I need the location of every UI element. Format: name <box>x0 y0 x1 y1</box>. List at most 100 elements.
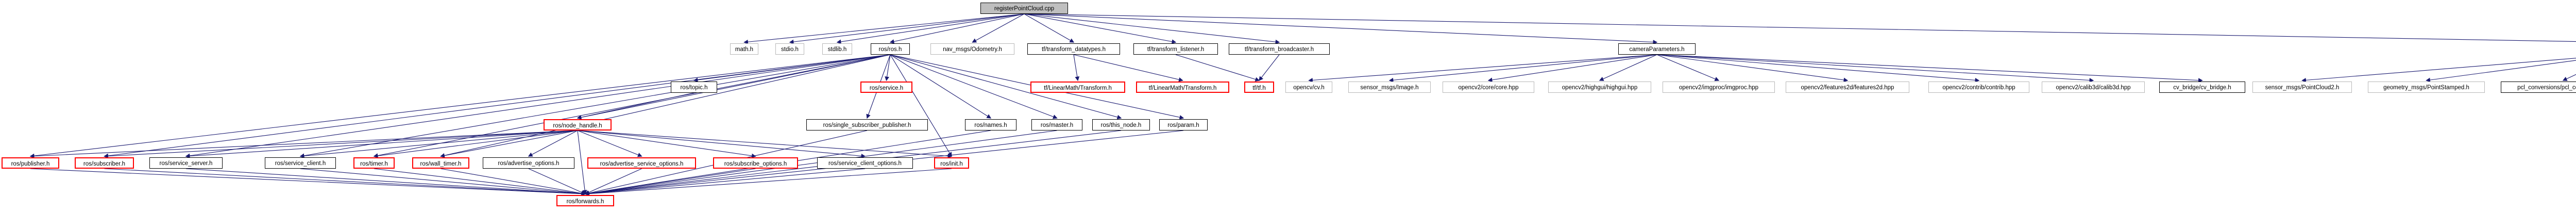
graph-node-subscriber[interactable]: ros/subscriber.h <box>75 157 134 169</box>
graph-node-highgui[interactable]: opencv2/highgui/highgui.hpp <box>1548 81 1651 93</box>
edge-root-to-odom <box>972 13 1025 43</box>
edge-subscriber-to-forwards <box>104 168 586 197</box>
edge-root-to-stdio <box>789 13 1025 44</box>
graph-node-transform2[interactable]: tf/LinearMath/Transform.h <box>1136 81 1229 93</box>
edge-nodehandle-to-wall_timer <box>440 130 578 158</box>
graph-node-transform1[interactable]: tf/LinearMath/Transform.h <box>1030 81 1125 93</box>
graph-node-pclconv[interactable]: pcl_conversions/pcl_conversions.h <box>2501 81 2576 93</box>
graph-node-advertise_service_options[interactable]: ros/advertise_service_options.h <box>587 157 696 169</box>
graph-node-tfb[interactable]: tf/transform_broadcaster.h <box>1229 43 1330 55</box>
graph-node-wall_timer[interactable]: ros/wall_timer.h <box>412 157 469 169</box>
graph-node-features2d[interactable]: opencv2/features2d/features2d.hpp <box>1786 81 1909 93</box>
edge-rosros-to-nodehandle <box>577 54 891 120</box>
edge-tfdt-to-transform1 <box>1073 54 1080 81</box>
graph-node-thisnode[interactable]: ros/this_node.h <box>1092 119 1150 131</box>
graph-node-service_client[interactable]: ros/service_client.h <box>265 157 336 169</box>
edge-rosros-to-service_server <box>185 54 891 158</box>
graph-node-init[interactable]: ros/init.h <box>934 157 969 169</box>
graph-node-topic[interactable]: ros/topic.h <box>671 81 717 93</box>
edge-rosros-to-subscriber <box>104 54 891 158</box>
graph-node-image[interactable]: sensor_msgs/Image.h <box>1348 81 1431 93</box>
edge-rosros-to-thisnode <box>890 54 1122 120</box>
edge-advertise_options-to-forwards <box>528 168 586 194</box>
graph-node-subscribe_options[interactable]: ros/subscribe_options.h <box>713 157 798 169</box>
edge-nodehandle-to-timer <box>373 130 578 158</box>
edge-camparams-to-opencv_cv <box>1308 54 1657 83</box>
graph-node-camparams[interactable]: cameraParameters.h <box>1618 43 1696 55</box>
graph-node-rosros[interactable]: ros/ros.h <box>871 43 910 55</box>
graph-node-master[interactable]: ros/master.h <box>1031 119 1082 131</box>
graph-node-names[interactable]: ros/names.h <box>965 119 1016 131</box>
edge-topic-to-nodehandle <box>577 92 694 120</box>
edge-root-to-tfdt <box>1024 13 1075 43</box>
graph-node-stdlib[interactable]: stdlib.h <box>822 43 852 55</box>
graph-node-param[interactable]: ros/param.h <box>1159 119 1208 131</box>
graph-node-tftf[interactable]: tf/tf.h <box>1244 81 1274 93</box>
edge-rosros-to-init <box>890 54 952 157</box>
edge-root-to-rosros <box>889 13 1025 44</box>
edge-rosros-to-timer <box>373 54 891 158</box>
edge-pointdef-to-pclconv <box>2562 74 2576 81</box>
edge-nodehandle-to-init <box>577 130 953 158</box>
graph-node-calib3d[interactable]: opencv2/calib3d/calib3d.hpp <box>2042 81 2145 93</box>
graph-root-node[interactable]: registerPointCloud.cpp <box>980 3 1068 14</box>
edge-camparams-to-features2d <box>1656 54 1849 83</box>
edge-rosros-to-publisher <box>29 54 891 158</box>
edge-pointdef-to-pc2 <box>2301 58 2576 83</box>
edge-nodehandle-to-service_client_options <box>577 130 866 158</box>
edge-camparams-to-calib3d <box>1656 54 2094 83</box>
graph-node-service_server[interactable]: ros/service_server.h <box>149 157 223 169</box>
graph-node-odom[interactable]: nav_msgs/Odometry.h <box>930 43 1014 55</box>
edge-rosros-to-master <box>890 54 1058 119</box>
graph-node-service[interactable]: ros/service.h <box>860 81 912 93</box>
edge-camparams-to-cvbridge <box>1656 54 2203 83</box>
graph-node-forwards[interactable]: ros/forwards.h <box>556 195 614 206</box>
edge-camparams-to-image <box>1388 54 1657 83</box>
graph-node-ssp[interactable]: ros/single_subscriber_publisher.h <box>806 119 928 131</box>
graph-node-timer[interactable]: ros/timer.h <box>353 157 395 169</box>
graph-node-publisher[interactable]: ros/publisher.h <box>2 157 59 169</box>
graph-node-cvbridge[interactable]: cv_bridge/cv_bridge.h <box>2159 81 2245 93</box>
graph-node-nodehandle[interactable]: ros/node_handle.h <box>544 119 612 131</box>
edge-rosros-to-service_client <box>299 54 891 158</box>
edge-rosros-to-wall_timer <box>440 54 891 158</box>
graph-node-math[interactable]: math.h <box>730 43 758 55</box>
edge-subscribe_options-to-forwards <box>584 168 756 196</box>
edge-service_client-to-forwards <box>300 168 586 196</box>
edge-root-to-tfl <box>1024 13 1177 44</box>
edge-nodehandle-to-publisher <box>29 130 578 159</box>
graph-node-advertise_options[interactable]: ros/advertise_options.h <box>483 157 574 169</box>
edge-root-to-camparams <box>1024 13 1658 45</box>
edge-tfdt-to-transform2 <box>1073 54 1183 82</box>
edge-root-to-stdlib <box>836 13 1025 44</box>
edge-camparams-to-imgproc <box>1656 54 1720 81</box>
edge-root-to-math <box>743 13 1025 44</box>
graph-node-imgproc[interactable]: opencv2/imgproc/imgproc.hpp <box>1663 81 1775 93</box>
graph-node-pointstamped[interactable]: geometry_msgs/PointStamped.h <box>2368 81 2485 93</box>
graph-node-contrib[interactable]: opencv2/contrib/contrib.hpp <box>1928 81 2029 93</box>
edge-nodehandle-to-forwards <box>577 130 587 195</box>
edge-advertise_service_options-to-forwards <box>584 168 642 194</box>
graph-node-opencv_cv[interactable]: opencv/cv.h <box>1285 81 1332 93</box>
edge-root-to-tfb <box>1024 13 1280 44</box>
graph-node-tfdt[interactable]: tf/transform_datatypes.h <box>1027 43 1120 55</box>
graph-node-tfl[interactable]: tf/transform_listener.h <box>1133 43 1218 55</box>
edge-camparams-to-highgui <box>1599 54 1657 81</box>
graph-node-service_client_options[interactable]: ros/service_client_options.h <box>817 157 913 169</box>
graph-node-pc2[interactable]: sensor_msgs/PointCloud2.h <box>2252 81 2352 93</box>
edge-nodehandle-to-service_server <box>185 130 578 158</box>
edge-pointdef-to-pointstamped <box>2426 60 2576 83</box>
edge-tfl-to-tftf <box>1175 54 1260 81</box>
edge-camparams-to-contrib <box>1656 54 1980 83</box>
edge-tfb-to-tftf <box>1259 54 1280 81</box>
edge-rosros-to-service <box>885 54 891 81</box>
edge-camparams-to-core <box>1487 54 1657 83</box>
graph-node-stdio[interactable]: stdio.h <box>775 43 804 55</box>
edge-init-to-forwards <box>584 168 952 196</box>
graph-node-core[interactable]: opencv2/core/core.hpp <box>1443 81 1534 93</box>
edge-nodehandle-to-service_client <box>299 130 578 158</box>
edge-nodehandle-to-subscriber <box>104 130 578 158</box>
edge-publisher-to-forwards <box>30 168 586 197</box>
